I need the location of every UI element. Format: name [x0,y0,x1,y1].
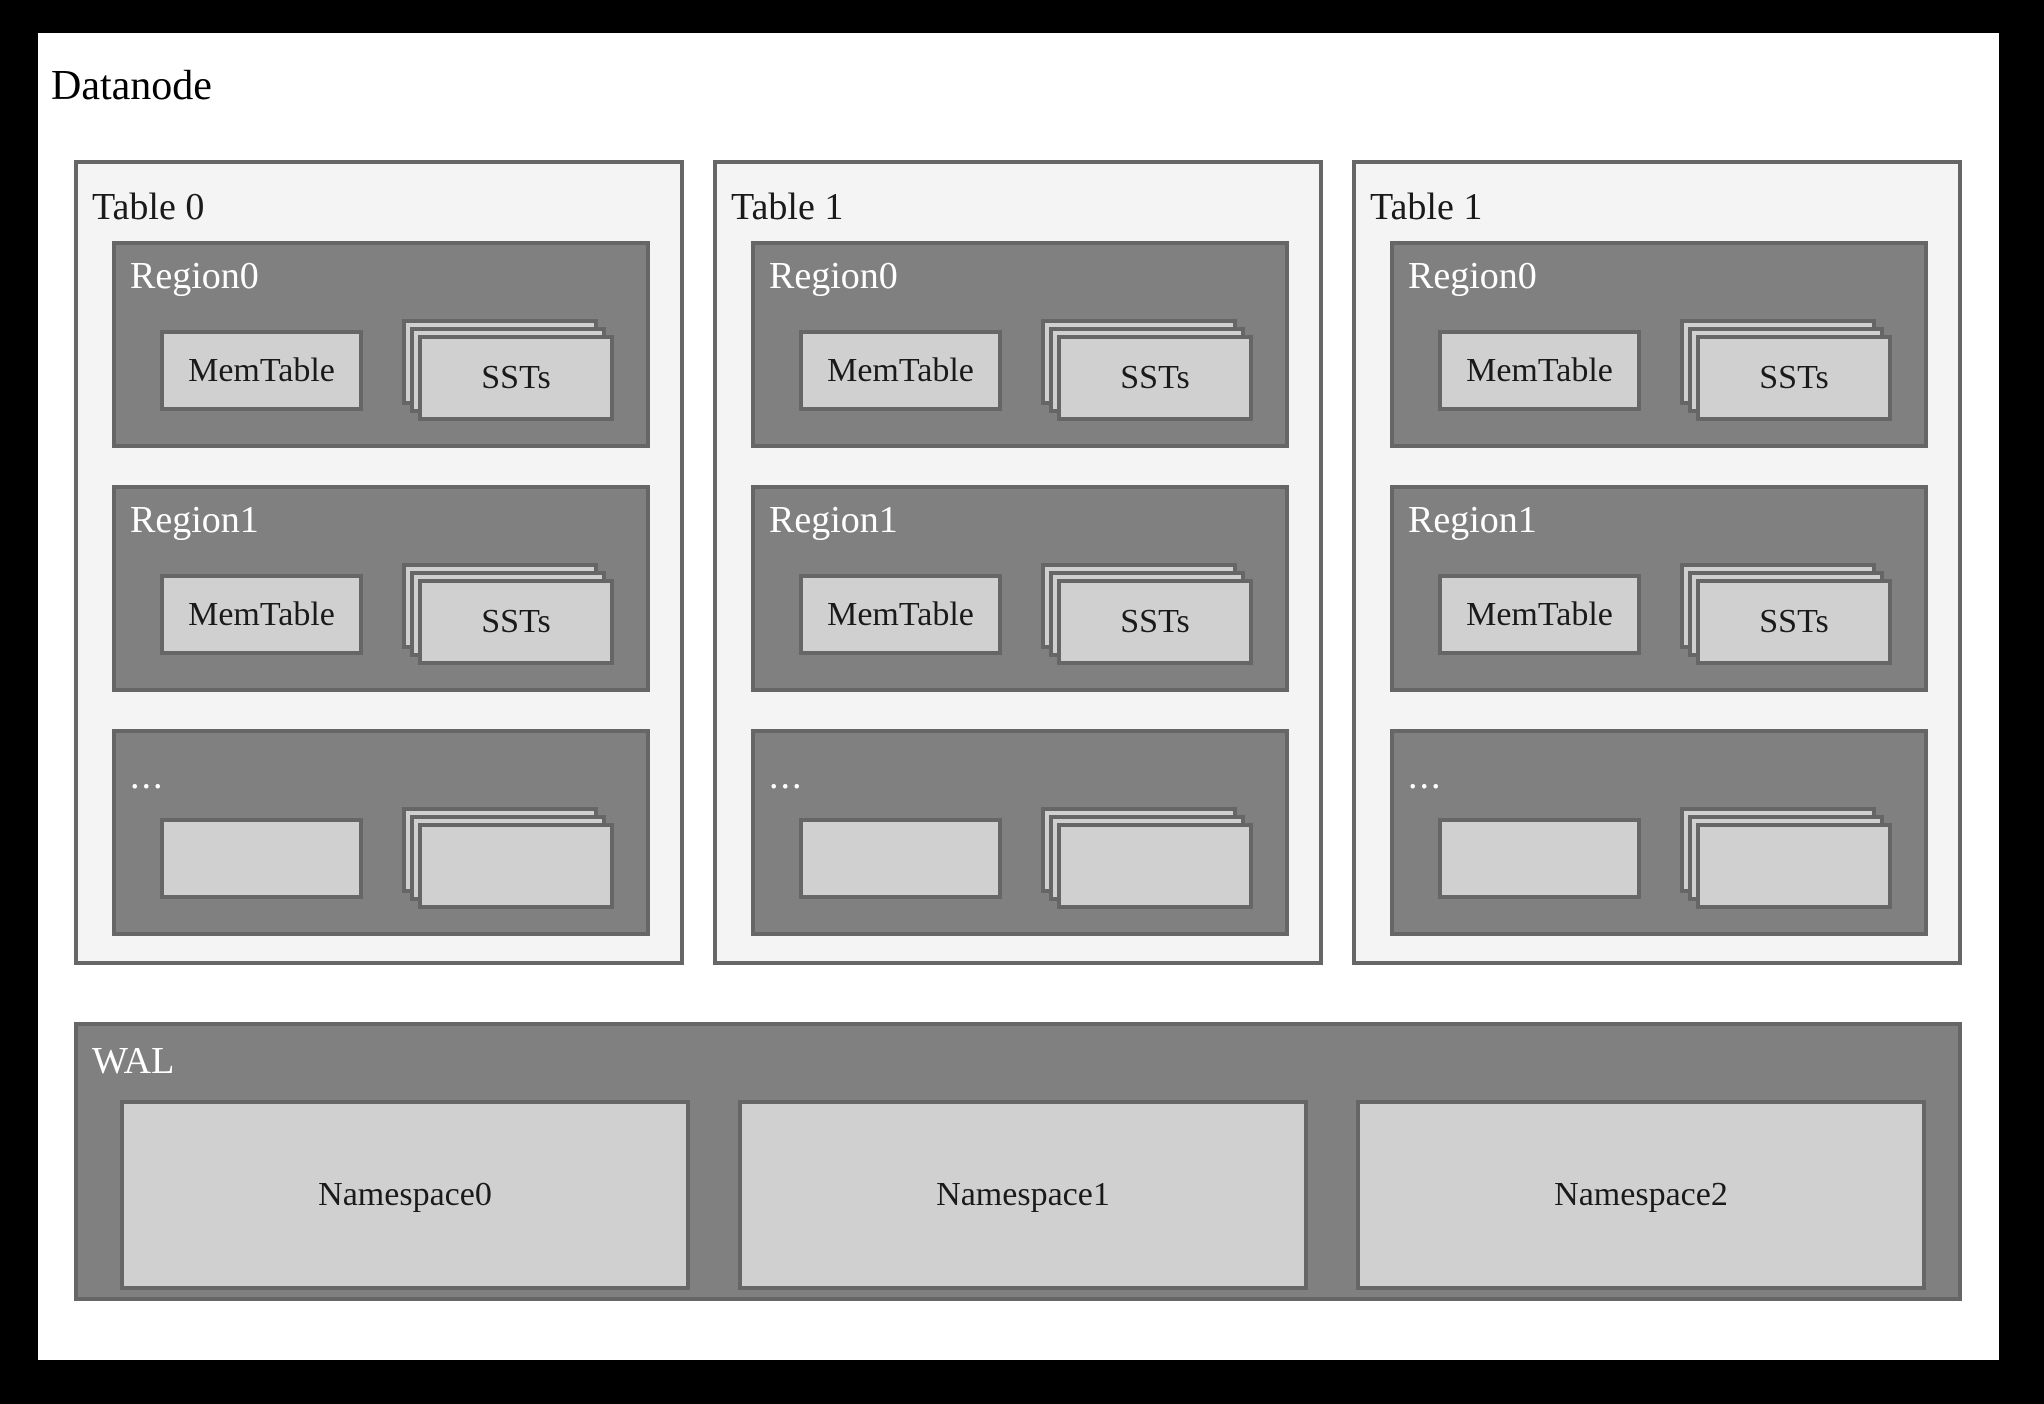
region-label: Region0 [1408,255,1537,297]
ssts-label: SSTs [481,359,551,396]
region-ellipsis-label: ... [130,755,165,797]
memtable-box[interactable]: MemTable [160,330,363,411]
sst-stack[interactable]: SSTs [402,563,614,665]
namespace-label: Namespace2 [1554,1176,1728,1213]
datanode-container: Datanode Table 0 Region0 MemTable SSTs [38,33,1999,1360]
region-label: Region0 [130,255,259,297]
region-block-ellipsis[interactable]: ... [1390,729,1928,936]
sst-stack[interactable]: SSTs [1041,319,1253,421]
ssts-label: SSTs [1759,359,1829,396]
sst-card-front[interactable]: SSTs [1057,335,1253,421]
table-panel-0[interactable]: Table 0 Region0 MemTable SSTs Region1 Me [74,160,684,965]
namespace-box-2[interactable]: Namespace2 [1356,1100,1926,1290]
namespace-label: Namespace1 [936,1176,1110,1213]
memtable-box-empty[interactable] [799,818,1002,899]
sst-card-front[interactable]: SSTs [1696,335,1892,421]
table-panel-1[interactable]: Table 1 Region0 MemTable SSTs Region1 Me [713,160,1323,965]
memtable-label: MemTable [827,595,974,633]
memtable-box-empty[interactable] [1438,818,1641,899]
wal-label: WAL [92,1040,175,1082]
sst-card-front[interactable]: SSTs [418,335,614,421]
sst-stack-empty[interactable] [402,807,614,909]
ssts-label: SSTs [1759,603,1829,640]
memtable-box[interactable]: MemTable [160,574,363,655]
region-block[interactable]: Region0 MemTable SSTs [751,241,1289,448]
table-label: Table 1 [731,186,844,228]
sst-card-front[interactable]: SSTs [1696,579,1892,665]
tables-row: Table 0 Region0 MemTable SSTs Region1 Me [74,160,1962,995]
region-label: Region0 [769,255,898,297]
sst-card-front[interactable]: SSTs [418,579,614,665]
sst-stack[interactable]: SSTs [1041,563,1253,665]
sst-stack[interactable]: SSTs [1680,563,1892,665]
region-label: Region1 [130,499,259,541]
memtable-label: MemTable [827,351,974,389]
memtable-label: MemTable [1466,595,1613,633]
region-block[interactable]: Region1 MemTable SSTs [112,485,650,692]
namespace-box-1[interactable]: Namespace1 [738,1100,1308,1290]
sst-card-front[interactable] [1057,823,1253,909]
memtable-label: MemTable [188,351,335,389]
region-ellipsis-label: ... [1408,755,1443,797]
table-label: Table 1 [1370,186,1483,228]
sst-stack-empty[interactable] [1041,807,1253,909]
sst-stack[interactable]: SSTs [402,319,614,421]
region-block[interactable]: Region1 MemTable SSTs [751,485,1289,692]
table-panel-2[interactable]: Table 1 Region0 MemTable SSTs Region1 Me [1352,160,1962,965]
region-block-ellipsis[interactable]: ... [112,729,650,936]
sst-stack[interactable]: SSTs [1680,319,1892,421]
region-label: Region1 [1408,499,1537,541]
region-label: Region1 [769,499,898,541]
region-block-ellipsis[interactable]: ... [751,729,1289,936]
ssts-label: SSTs [1120,359,1190,396]
region-block[interactable]: Region1 MemTable SSTs [1390,485,1928,692]
memtable-box[interactable]: MemTable [1438,574,1641,655]
memtable-box[interactable]: MemTable [799,330,1002,411]
sst-card-front[interactable]: SSTs [1057,579,1253,665]
ssts-label: SSTs [481,603,551,640]
sst-stack-empty[interactable] [1680,807,1892,909]
region-ellipsis-label: ... [769,755,804,797]
datanode-title: Datanode [51,63,212,109]
namespace-box-0[interactable]: Namespace0 [120,1100,690,1290]
wal-band[interactable]: WAL Namespace0 Namespace1 Namespace2 [74,1022,1962,1301]
sst-card-front[interactable] [1696,823,1892,909]
table-label: Table 0 [92,186,205,228]
sst-card-front[interactable] [418,823,614,909]
ssts-label: SSTs [1120,603,1190,640]
memtable-box[interactable]: MemTable [1438,330,1641,411]
memtable-box[interactable]: MemTable [799,574,1002,655]
region-block[interactable]: Region0 MemTable SSTs [1390,241,1928,448]
memtable-label: MemTable [188,595,335,633]
namespace-label: Namespace0 [318,1176,492,1213]
memtable-box-empty[interactable] [160,818,363,899]
memtable-label: MemTable [1466,351,1613,389]
region-block[interactable]: Region0 MemTable SSTs [112,241,650,448]
